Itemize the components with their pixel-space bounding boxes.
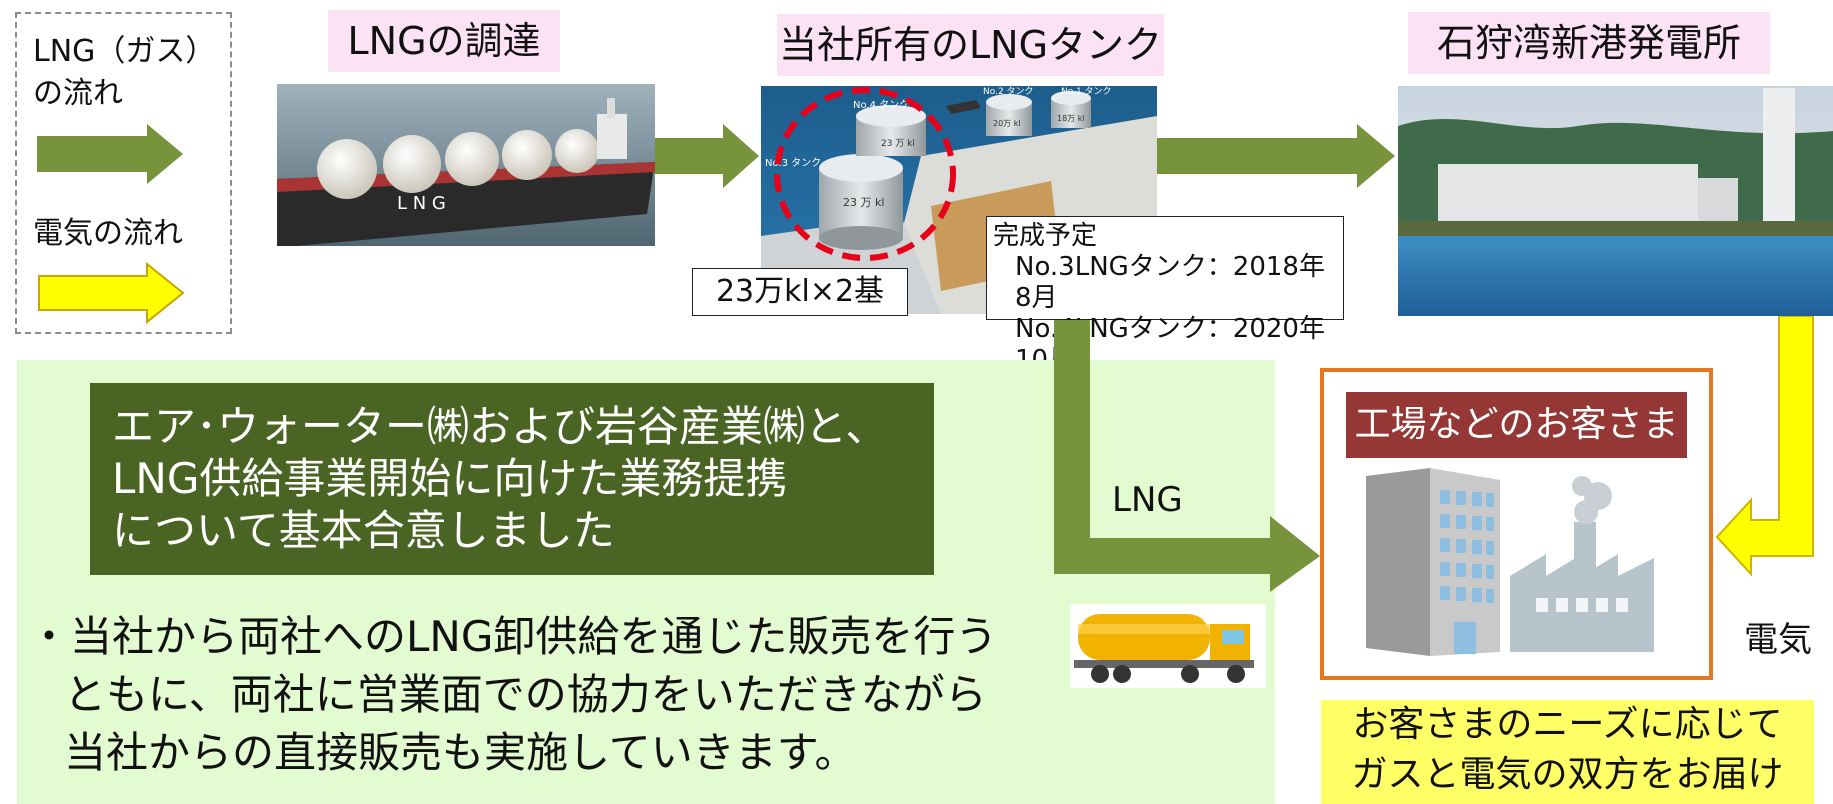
tank-no4-label: No.4 タンク xyxy=(853,99,909,111)
ship-hull-text: L N G xyxy=(397,193,446,214)
office-building-icon xyxy=(1366,468,1500,656)
gas-arrow-tank-to-customers xyxy=(1054,320,1320,592)
completion-schedule-box: 完成予定 No.3LNGタンク：2018年 8月 No.4LNGタンク：2020… xyxy=(986,216,1344,375)
gas-arrow-tank-to-plant xyxy=(1157,124,1395,188)
legend-power-arrow xyxy=(38,262,185,324)
legend-power-label: 電気の流れ xyxy=(33,216,183,251)
tank-no3-capacity: 23 万 kl xyxy=(843,196,884,209)
announcement-line1: エア･ウォーター㈱および岩谷産業㈱と、 xyxy=(112,402,888,451)
header-procurement: LNGの調達 xyxy=(328,10,560,72)
tank-no4-capacity: 23 万 kl xyxy=(881,139,915,149)
description-line3: 当社からの直接販売も実施していきます。 xyxy=(64,728,857,777)
gas-arrow-ship-to-tank xyxy=(655,124,759,188)
announcement-line3: について基本合意しました xyxy=(112,506,615,555)
tank-no1-label: No.1 タンク xyxy=(1061,86,1112,97)
description-text: ・当社から両社へのLNG卸供給を通じた販売を行う ともに、両社に営業面での協力を… xyxy=(28,608,1028,782)
legend-gas-label-line1: LNG（ガス） xyxy=(33,34,216,69)
tank-no3-label: No.3 タンク xyxy=(765,157,821,169)
tank-no2-capacity: 20万 kl xyxy=(993,119,1021,128)
lng-ship-image: L N G xyxy=(277,84,655,246)
new-tanks-highlight xyxy=(774,87,956,261)
delivery-note: お客さまのニーズに応じて ガスと電気の双方をお届け xyxy=(1321,700,1814,804)
header-plant: 石狩湾新港発電所 xyxy=(1408,12,1770,74)
legend-gas-arrow xyxy=(37,124,183,184)
legend-gas-label-line2: の流れ xyxy=(33,76,123,111)
tank-no2-label: No.2 タンク xyxy=(983,86,1034,97)
power-plant-image xyxy=(1398,86,1833,316)
delivery-note-line2: ガスと電気の双方をお届け xyxy=(1351,754,1784,795)
header-tank: 当社所有のLNGタンク xyxy=(777,14,1164,76)
description-line1: ・当社から両社へのLNG卸供給を通じた販売を行う xyxy=(28,612,998,661)
schedule-no3: No.3LNGタンク：2018年 8月 xyxy=(1015,252,1325,313)
tank-no1-capacity: 18万 kl xyxy=(1057,114,1085,123)
lng-tanker-truck-icon xyxy=(1070,604,1266,688)
lng-flow-label: LNG xyxy=(1112,480,1183,520)
announcement-box: エア･ウォーター㈱および岩谷産業㈱と、 LNG供給事業開始に向けた業務提携 につ… xyxy=(90,383,934,575)
electricity-flow-label: 電気 xyxy=(1744,620,1812,660)
schedule-title: 完成予定 xyxy=(993,221,1098,251)
description-line2: ともに、両社に営業面での協力をいただきながら xyxy=(64,670,987,719)
factory-icon xyxy=(1510,476,1654,652)
power-arrow-plant-to-customers xyxy=(1715,316,1814,577)
legend-box: LNG（ガス） の流れ 電気の流れ xyxy=(15,12,232,334)
customers-illustration xyxy=(1366,468,1654,656)
customers-title: 工場などのお客さま xyxy=(1346,392,1687,458)
announcement-line2: LNG供給事業開始に向けた業務提携 xyxy=(112,454,788,503)
delivery-note-line1: お客さまのニーズに応じて xyxy=(1352,704,1783,745)
capacity-box: 23万kl×2基 xyxy=(692,268,908,316)
